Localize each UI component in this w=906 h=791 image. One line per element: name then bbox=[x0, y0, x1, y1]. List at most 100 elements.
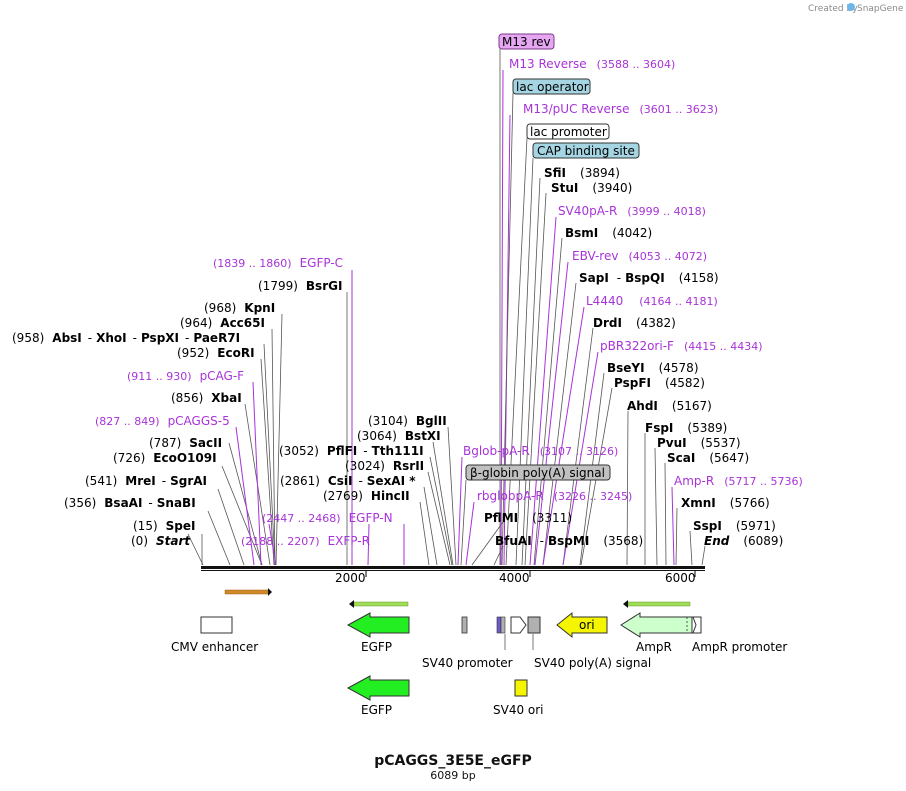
cut-sep-bsaai: - bbox=[148, 496, 152, 510]
cut-pos-bsmi: (4042) bbox=[612, 226, 652, 240]
svg-text:pBR322ori-F(4415 .. 4434): pBR322ori-F (4415 .. 4434) bbox=[600, 339, 763, 353]
cut-pos-xbai: (856) bbox=[171, 391, 203, 405]
cut-sep-absi-1: - bbox=[88, 331, 92, 345]
cut-sep-pflfi: - bbox=[363, 444, 367, 458]
primer-name-egfpn: EGFP-N bbox=[349, 511, 393, 525]
primer-range-pcaggs5: (827 .. 849) bbox=[95, 415, 160, 428]
cut-name-csii: CsiI bbox=[328, 474, 353, 488]
cut-pos-spei: (15) bbox=[133, 519, 158, 533]
egfp-feature-2 bbox=[346, 675, 410, 701]
cut-pos-bglii: (3104) bbox=[368, 414, 408, 428]
lac-operator-box bbox=[512, 78, 591, 95]
cut-pos-bfuai: (3568) bbox=[603, 534, 643, 548]
svg-text:End(6089): End(6089) bbox=[704, 534, 783, 548]
cut-name-end: End bbox=[704, 534, 730, 548]
svg-text:rbglobpA-R(3226 .. 3245): rbglobpA-R(3226 .. 3245) bbox=[477, 489, 632, 503]
cut-name-bseyi: BseYI bbox=[607, 361, 645, 375]
ampr-promoter-feature bbox=[692, 616, 702, 634]
svg-text:(787)SacII: (787) SacII bbox=[149, 436, 222, 450]
svg-text:(3024)RsrII: (3024)RsrII bbox=[345, 459, 424, 473]
cut-name-pflmi: PflMI bbox=[484, 511, 518, 525]
cut-name-xmni: XmnI bbox=[681, 496, 716, 510]
primer-range-l4440: (4164 .. 4181) bbox=[639, 295, 718, 308]
ori-label: ori bbox=[579, 618, 595, 632]
svg-text:(958)AbsI-XhoI-PspXI-PaeR7I: (958)AbsI-XhoI-PspXI-PaeR7I bbox=[12, 331, 240, 345]
cut-pos-sacii: (787) bbox=[149, 436, 181, 450]
enzyme-leader-lines bbox=[187, 177, 706, 566]
svg-text:(2447 .. 2468)EGFP-N: (2447 .. 2468)EGFP-N bbox=[262, 511, 393, 525]
svg-text:XmnI(5766): XmnI(5766) bbox=[681, 496, 770, 510]
cut-pos-rsrii: (3024) bbox=[345, 459, 385, 473]
sv40-ori-label: SV40 ori bbox=[493, 703, 544, 717]
svg-text:(3064)BstXI: (3064)BstXI bbox=[357, 429, 441, 443]
cut-sep-mrei: - bbox=[162, 474, 166, 488]
svg-text:BfuAI-BspMI(3568): BfuAI-BspMI(3568) bbox=[495, 534, 643, 548]
svg-text:(964)Acc65I: (964)Acc65I bbox=[180, 316, 265, 330]
primer-name-m13reverse: M13 Reverse bbox=[509, 57, 587, 71]
cut-name-absi: AbsI bbox=[52, 331, 81, 345]
svg-text:EBV-rev(4053 .. 4072): EBV-rev(4053 .. 4072) bbox=[572, 249, 707, 263]
cut-name-pflfi: PflFI bbox=[327, 444, 357, 458]
cmv-enhancer-label: CMV enhancer bbox=[171, 640, 258, 654]
svg-text:(1799)BsrGI: (1799)BsrGI bbox=[258, 279, 342, 293]
cut-name-sapi: SapI bbox=[579, 271, 609, 285]
primer-name-m13puc: M13/pUC Reverse bbox=[523, 102, 630, 116]
svg-text:(952)EcoRI: (952)EcoRI bbox=[177, 346, 255, 360]
cut-name-hincii: HincII bbox=[371, 489, 410, 503]
svg-text:(968)KpnI: (968)KpnI bbox=[204, 301, 275, 315]
svg-text:BseYI(4578): BseYI(4578) bbox=[607, 361, 699, 375]
primer-arrow-ampr bbox=[623, 600, 691, 608]
primer-range-ebvrev: (4053 .. 4072) bbox=[628, 250, 707, 263]
cut-name-sacii: SacII bbox=[189, 436, 222, 450]
cut-pos-mrei: (541) bbox=[85, 474, 117, 488]
cut-pos-ahdi: (5167) bbox=[672, 399, 712, 413]
svg-text:Amp-R(5717 .. 5736): Amp-R(5717 .. 5736) bbox=[674, 474, 803, 488]
cut-name-ahdi: AhdI bbox=[627, 399, 658, 413]
cap-binding-site-label: CAP binding site bbox=[537, 144, 635, 158]
svg-text:(911 .. 930)pCAG-F: (911 .. 930)pCAG-F bbox=[127, 369, 244, 383]
cut-name-mrei: MreI bbox=[125, 474, 155, 488]
svg-text:SspI(5971): SspI(5971) bbox=[693, 519, 776, 533]
svg-text:(827 .. 849)pCAGGS-5: (827 .. 849)pCAGGS-5 bbox=[95, 414, 230, 428]
primer-range-pbr322: (4415 .. 4434) bbox=[684, 340, 763, 353]
primer-name-pcagf: pCAG-F bbox=[200, 369, 245, 383]
cut-pos-fspi: (5389) bbox=[687, 421, 727, 435]
sv40-polya-label: SV40 poly(A) signal bbox=[534, 656, 651, 670]
cut-pos-scai: (5647) bbox=[709, 451, 749, 465]
lac-promoter-box bbox=[526, 123, 610, 140]
cut-name-bstxi: BstXI bbox=[405, 429, 441, 443]
cut-sep-sapi: - bbox=[617, 271, 621, 285]
cut-pos-pflmi: (3311) bbox=[532, 511, 572, 525]
box-leader-lines bbox=[460, 49, 534, 566]
sv40-polya-feature bbox=[527, 616, 541, 634]
svg-text:FspI(5389): FspI (5389) bbox=[645, 421, 727, 435]
credit-brand: SnapGene bbox=[857, 4, 904, 14]
cut-name-bspqi: BspQI bbox=[625, 271, 665, 285]
cut-name-snabi: SnaBI bbox=[157, 496, 196, 510]
primer-range-rbglob: (3226 .. 3245) bbox=[554, 490, 633, 503]
svg-text:M13 Reverse(3588 .. 3604): M13 Reverse(3588 .. 3604) bbox=[509, 57, 675, 71]
cut-name-kpni: KpnI bbox=[244, 301, 275, 315]
cut-name-bsrgi: BsrGI bbox=[306, 279, 343, 293]
cut-name-bglii: BglII bbox=[416, 414, 447, 428]
cut-name-paer7i: PaeR7I bbox=[193, 331, 240, 345]
svg-text:(856)XbaI: (856)XbaI bbox=[171, 391, 242, 405]
primer-name-exfpr: EXFP-R bbox=[328, 534, 370, 548]
cut-pos-stui: (3940) bbox=[592, 181, 632, 195]
svg-text:(2769)HincII: (2769)HincII bbox=[323, 489, 410, 503]
sv40-promoter-feature bbox=[510, 616, 527, 634]
svg-text:(726)EcoO109I: (726)EcoO109I bbox=[113, 451, 217, 465]
cut-sep-bfuai: - bbox=[540, 534, 544, 548]
cut-name-pspxi: PspXI bbox=[141, 331, 179, 345]
cut-name-fspi: FspI bbox=[645, 421, 673, 435]
egfp-label-1: EGFP bbox=[361, 640, 392, 654]
primer-range-egfpc: (1839 .. 1860) bbox=[213, 257, 292, 270]
plasmid-length: 6089 bp bbox=[430, 769, 475, 782]
cut-pos-bsaai: (356) bbox=[64, 496, 96, 510]
svg-text:(356)BsaAI-SnaBI: (356)BsaAI-SnaBI bbox=[64, 496, 196, 510]
cut-pos-acc65i: (964) bbox=[180, 316, 212, 330]
cut-pos-absi: (958) bbox=[12, 331, 44, 345]
small-purple-feature bbox=[496, 616, 502, 634]
egfp-label-2: EGFP bbox=[361, 703, 392, 717]
primer-name-pbr322: pBR322ori-F bbox=[600, 339, 674, 353]
